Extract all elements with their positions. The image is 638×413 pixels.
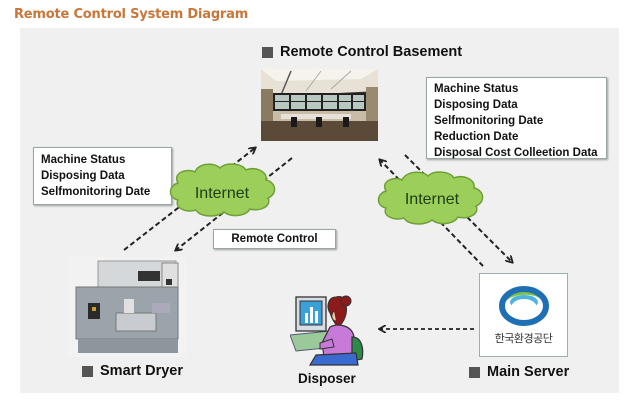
data-item: Selfmonitoring Date [41,186,151,198]
remote-control-box: Remote Control [213,229,336,249]
data-item: Disposing Data [434,99,518,111]
logo-text: 한국환경공단 [494,332,553,345]
basement-label-text: Remote Control Basement [280,44,463,60]
dryer-label-text: Smart Dryer [100,363,184,379]
server-label-text: Main Server [487,364,570,380]
data-item: Disposal Cost Colleetion Data [434,147,598,159]
dryer-machine-photo [68,257,186,357]
person-at-computer-clipart [289,293,368,367]
server-data-box: Machine Status Disposing Data Selfmonito… [426,77,607,159]
cloud-label-left: Internet [195,185,250,202]
remote-control-label: Remote Control [231,233,318,245]
cloud-label-right: Internet [405,191,460,208]
internet-cloud-right-icon: Internet [377,171,484,225]
data-item: Selfmonitoring Date [434,115,544,127]
bullet-square-icon [82,365,93,377]
dryer-label: Smart Dryer [82,363,183,379]
data-item: Disposing Data [41,170,125,182]
data-item: Reduction Date [434,131,519,143]
internet-cloud-left-icon: Internet [169,163,276,217]
diagram-title: Remote Control System Diagram [14,7,249,22]
disposer-label: Disposer [298,371,356,386]
korea-environment-corporation-logo: 한국환경공단 [479,273,568,357]
bullet-square-icon [469,366,480,378]
data-item: Machine Status [434,83,519,95]
data-item: Machine Status [41,154,126,166]
control-room-photo [261,69,378,141]
bullet-square-icon [262,46,273,58]
basement-label: Remote Control Basement [262,44,462,60]
dryer-data-box: Machine Status Disposing Data Selfmonito… [33,147,172,205]
server-label: Main Server [469,364,569,380]
